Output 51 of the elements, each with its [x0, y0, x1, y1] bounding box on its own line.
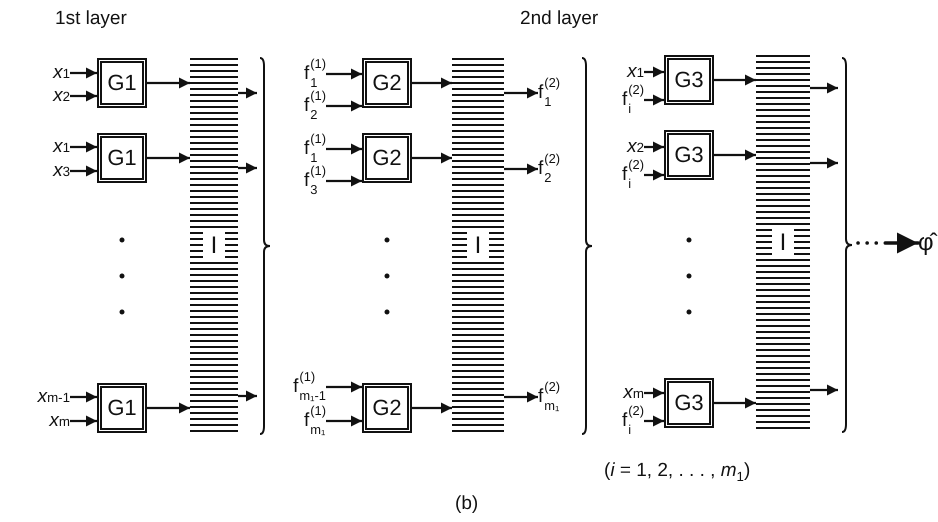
arrow — [810, 158, 838, 168]
process-box: G3 — [664, 55, 714, 105]
process-box: G2 — [362, 383, 412, 433]
arrow — [644, 94, 664, 106]
process-box: G3 — [664, 378, 714, 428]
arrow — [70, 142, 97, 152]
process-box: G1 — [97, 133, 147, 183]
arrow — [326, 144, 362, 154]
arrow — [412, 152, 452, 164]
layer-label: 2nd layer — [520, 8, 598, 30]
arrow — [856, 232, 920, 254]
arrow — [238, 390, 257, 402]
arrow — [70, 166, 97, 176]
arrow — [326, 382, 362, 392]
arrow — [714, 150, 756, 160]
figure-caption: (b) — [455, 493, 478, 515]
arrow — [70, 392, 97, 402]
arrow — [238, 162, 257, 174]
arrow — [504, 88, 538, 98]
arrow — [70, 416, 97, 426]
arrow — [70, 90, 97, 102]
arrow — [810, 82, 838, 94]
arrow — [714, 74, 756, 86]
process-box: G1 — [97, 383, 147, 433]
arrow — [326, 68, 362, 80]
arrow — [326, 176, 362, 186]
arrow — [644, 388, 664, 398]
arrow — [70, 68, 97, 78]
arrow — [644, 142, 664, 152]
arrow — [147, 78, 190, 88]
process-box: G2 — [362, 58, 412, 108]
arrow — [504, 392, 538, 402]
arrow — [412, 402, 452, 414]
arrow — [644, 66, 664, 78]
process-box: G3 — [664, 130, 714, 180]
arrow — [644, 170, 664, 180]
arrow — [326, 100, 362, 112]
process-box: G2 — [362, 133, 412, 183]
output-symbol: φ̂ — [918, 228, 936, 258]
layer-label: 1st layer — [55, 8, 127, 30]
arrow — [326, 416, 362, 426]
arrow — [714, 398, 756, 408]
arrow — [810, 384, 838, 396]
arrow — [238, 88, 257, 98]
process-box: G1 — [97, 58, 147, 108]
index-note: (i = 1, 2, . . . , m$_{1}$) — [604, 460, 750, 484]
arrow — [412, 78, 452, 88]
arrow — [644, 416, 664, 426]
arrow — [504, 164, 538, 174]
arrow — [147, 152, 190, 164]
arrow — [147, 402, 190, 414]
